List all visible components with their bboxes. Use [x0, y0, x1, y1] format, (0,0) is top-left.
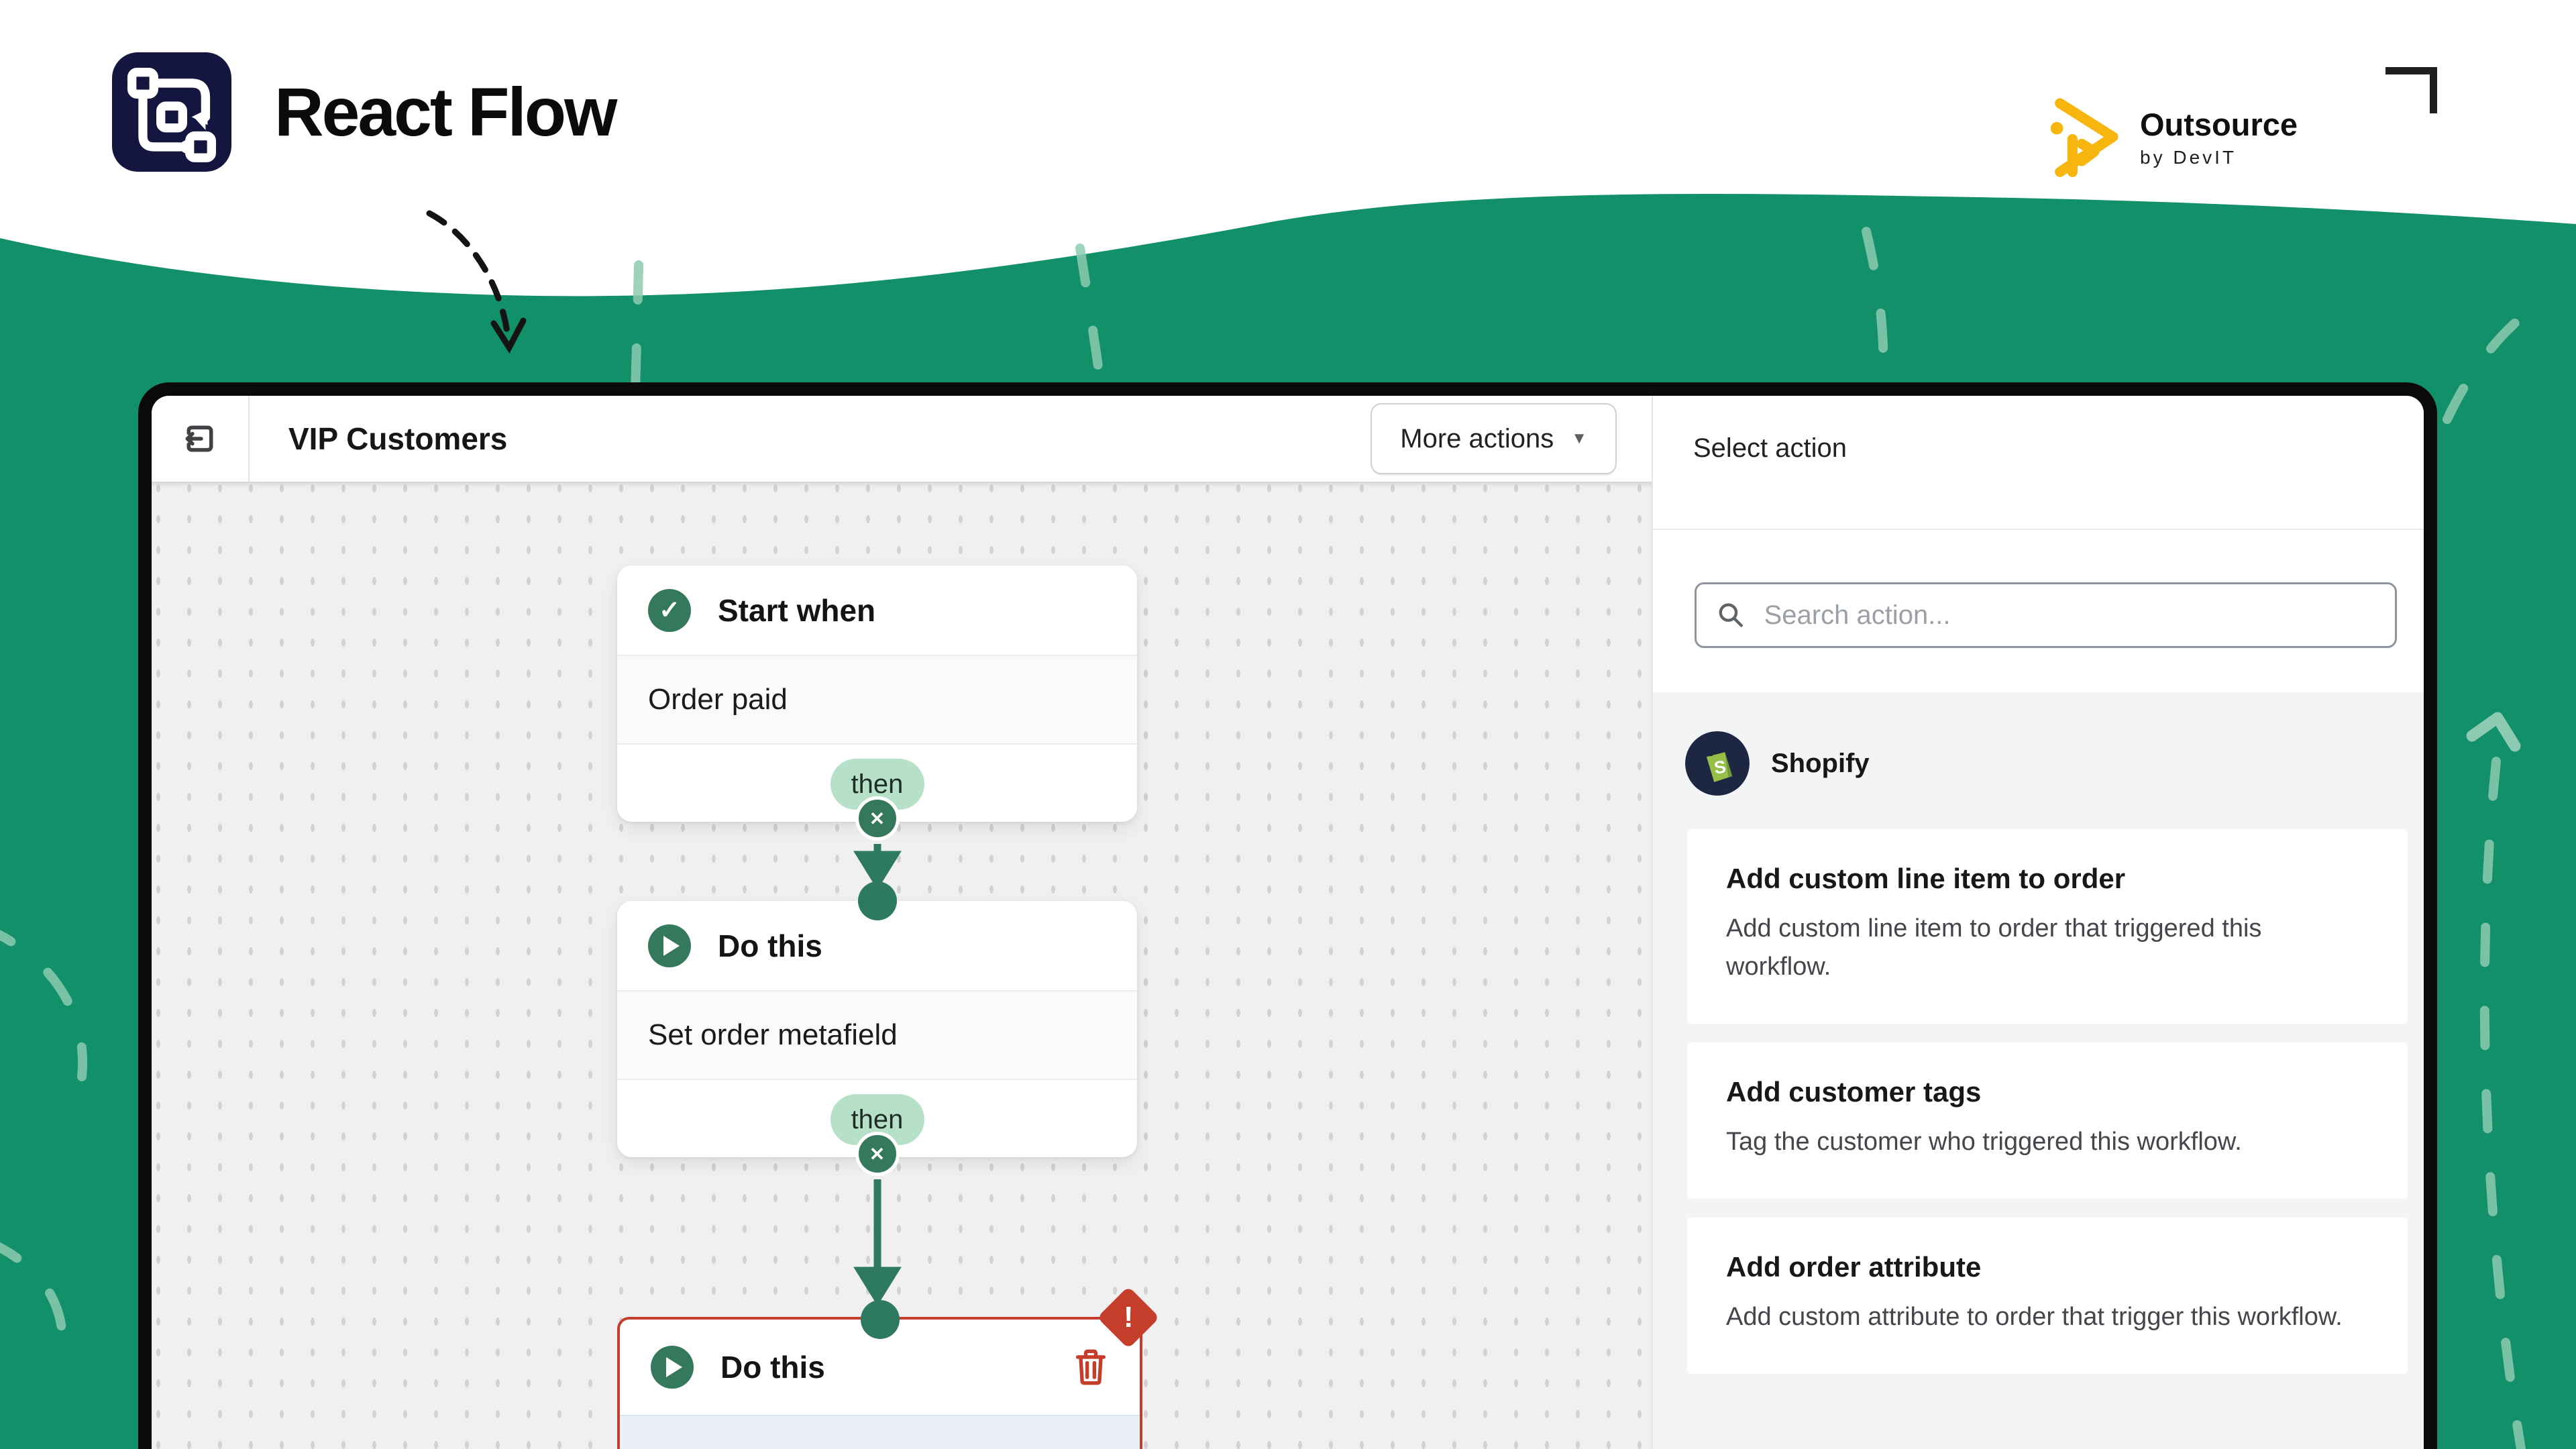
- action-description: Add custom attribute to order that trigg…: [1726, 1303, 2343, 1331]
- check-circle-icon: ✓: [648, 588, 691, 632]
- action-panel: Select action: [1652, 396, 2424, 1449]
- input-handle[interactable]: [857, 881, 897, 920]
- action-node-header: Do this: [617, 901, 1137, 990]
- play-circle-icon: [651, 1346, 694, 1389]
- search-input[interactable]: [1762, 599, 2375, 631]
- action-list-section: S Shopify Add custom line item to order …: [1653, 692, 2424, 1449]
- action-list-item[interactable]: Add customer tags Tag the customer who t…: [1687, 1042, 2408, 1199]
- trash-icon: [1075, 1349, 1106, 1385]
- partner-logo: Outsource by DevIT: [2041, 94, 2298, 180]
- search-area: [1653, 530, 2424, 692]
- action-description: Tag the customer who triggered this work…: [1726, 1128, 2242, 1156]
- partner-name: Outsource: [2140, 106, 2298, 142]
- workflow-header: VIP Customers More actions ▼: [152, 396, 1652, 482]
- shopify-monogram: S: [1713, 756, 1727, 777]
- search-field[interactable]: [1695, 582, 2397, 648]
- workflow-main: VIP Customers More actions ▼: [152, 396, 1652, 1449]
- more-actions-button[interactable]: More actions ▼: [1371, 403, 1617, 474]
- workflow-title: VIP Customers: [288, 421, 508, 456]
- panel-title: Select action: [1693, 433, 1847, 463]
- action-title: Add customer tags: [1726, 1076, 1982, 1108]
- action-description: Add custom line item to order that trigg…: [1726, 914, 2262, 981]
- disconnect-handle[interactable]: ✕: [855, 796, 900, 841]
- brand-logo: React Flow: [112, 52, 617, 172]
- trigger-node[interactable]: ✓ Start when Order paid then ✕: [617, 566, 1137, 841]
- trigger-node-header: ✓ Start when: [617, 566, 1137, 655]
- corner-bracket-decoration: [2385, 67, 2437, 113]
- provider-name: Shopify: [1771, 748, 1870, 778]
- outsource-icon: [2050, 98, 2118, 177]
- action-list-item[interactable]: Add order attribute Add custom attribute…: [1687, 1218, 2408, 1374]
- play-circle-icon: [648, 924, 691, 967]
- error-node-body[interactable]: [620, 1415, 1140, 1449]
- x-circle-icon: ✕: [869, 808, 885, 829]
- action-title: Add order attribute: [1726, 1251, 1982, 1283]
- react-flow-icon: [112, 52, 231, 172]
- partner-byline: by DevIT: [2140, 146, 2237, 168]
- workflow-canvas[interactable]: ✓ Start when Order paid then ✕: [152, 482, 1652, 1449]
- input-handle[interactable]: [860, 1300, 900, 1339]
- disconnect-handle[interactable]: ✕: [855, 1132, 900, 1176]
- x-circle-icon: ✕: [869, 1143, 885, 1165]
- action-title: Add custom line item to order: [1726, 863, 2126, 894]
- panel-header: Select action: [1653, 396, 2424, 530]
- action-node[interactable]: Do this Set order metafield then ✕: [617, 881, 1137, 1176]
- app-window: VIP Customers More actions ▼: [138, 382, 2437, 1449]
- search-icon: [1719, 603, 1743, 627]
- error-node-header: Do this: [620, 1320, 1140, 1415]
- delete-node-button[interactable]: [1073, 1348, 1109, 1386]
- chevron-down-icon: ▼: [1571, 429, 1587, 447]
- action-list-item[interactable]: Add custom line item to order Add custom…: [1687, 829, 2408, 1024]
- error-node-label: Do this: [720, 1350, 825, 1385]
- back-icon: [185, 425, 213, 452]
- action-node-value[interactable]: Set order metafield: [617, 990, 1137, 1080]
- provider-row: S Shopify: [1653, 692, 2424, 796]
- brand-name: React Flow: [274, 73, 617, 150]
- shopify-avatar: S: [1685, 731, 1750, 796]
- action-node-label: Do this: [718, 928, 822, 963]
- back-button[interactable]: [152, 396, 250, 482]
- trigger-node-label: Start when: [718, 592, 876, 628]
- error-action-node[interactable]: ! Do this: [617, 1286, 1160, 1449]
- more-actions-label: More actions: [1400, 423, 1554, 453]
- trigger-node-value[interactable]: Order paid: [617, 655, 1137, 745]
